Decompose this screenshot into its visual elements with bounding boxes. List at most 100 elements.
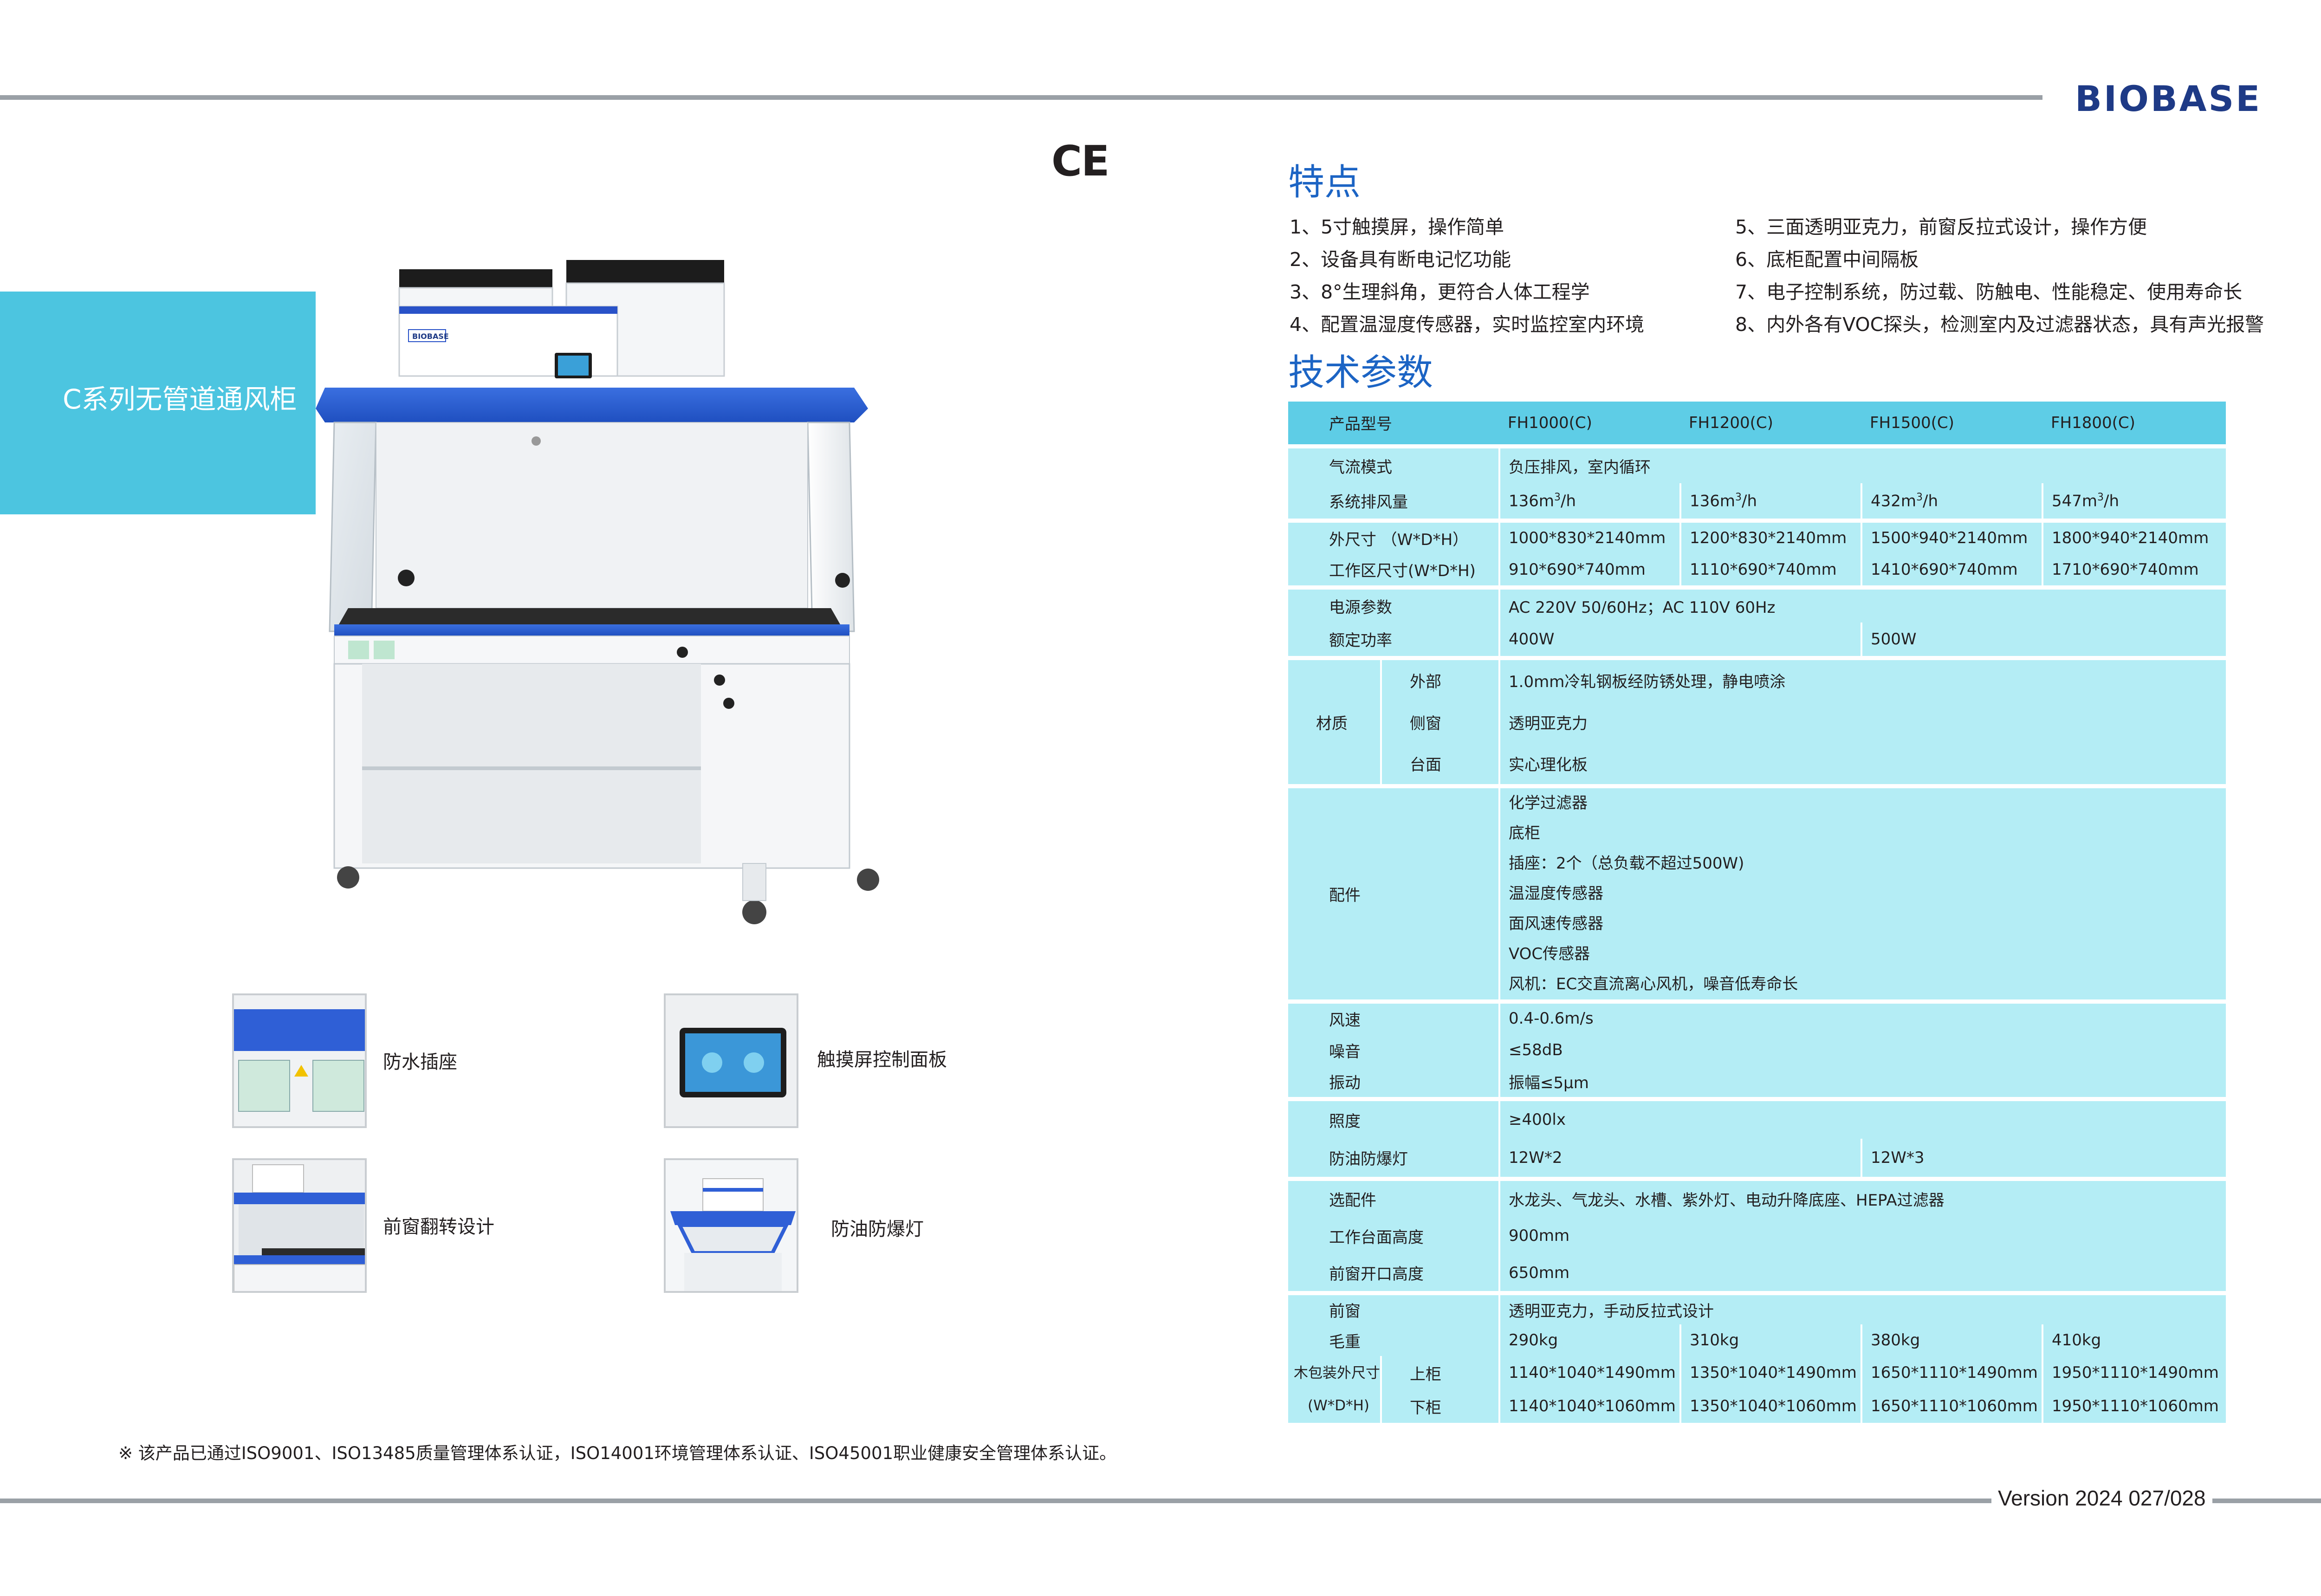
ce-mark: CE <box>1051 137 1110 186</box>
spec-row-exhaust: 系统排风量 136m3/h 136m3/h 432m3/h 547m3/h <box>1288 483 2226 520</box>
spec-row-material-outer: 材质 外部 1.0mm冷轧钢板经防锈处理，静电喷涂 <box>1288 655 2226 786</box>
pack-lower-4: 1950*1110*1060mm <box>2042 1389 2226 1423</box>
exhaust-4: 547m3/h <box>2042 483 2226 520</box>
pack-label-line1: 木包装外尺寸 <box>1294 1365 1380 1382</box>
spec-row-material-top: 台面 实心理化板 <box>1288 743 2226 786</box>
feature-6: 6、底柜配置中间隔板 <box>1735 248 1919 271</box>
model-3: FH1500(C) <box>1861 402 2042 446</box>
spec-row-outer: 外尺寸 （W*D*H） 1000*830*2140mm 1200*830*214… <box>1288 518 2226 554</box>
worktop-value: 900mm <box>1499 1217 2226 1255</box>
spec-row-opening: 前窗开口高度 650mm <box>1288 1255 2226 1293</box>
fume-hood-illustration: BIOBASE <box>316 260 879 924</box>
wind-label: 风速 <box>1288 999 1500 1034</box>
brand-logo: BIOBASE <box>2075 78 2262 119</box>
exhaust-3: 432m3/h <box>1861 483 2043 520</box>
spec-row-airflow: 气流模式 负压排风，室内循环 <box>1288 444 2226 483</box>
lamp-1: 12W*2 <box>1499 1139 1862 1179</box>
spec-row-vibration: 振动 振幅≤5μm <box>1288 1066 2226 1099</box>
spec-table: 产品型号 FH1000(C) FH1200(C) FH1500(C) FH180… <box>1288 402 2226 1423</box>
accessory-item: 面风速传感器 <box>1509 914 1603 933</box>
noise-value: ≤58dB <box>1499 1034 2226 1066</box>
spec-row-options: 选配件 水龙头、气龙头、水槽、紫外灯、电动升降底座、HEPA过滤器 <box>1288 1176 2226 1217</box>
pack-lower-1: 1140*1040*1060mm <box>1499 1389 1681 1423</box>
accessory-item: VOC传感器 <box>1509 944 1590 963</box>
work-2: 1110*690*740mm <box>1680 554 1862 587</box>
thumb-label-explosion-proof-lamp: 防油防爆灯 <box>831 1219 924 1240</box>
feature-5: 5、三面透明亚克力，前窗反拉式设计，操作方便 <box>1735 216 2147 238</box>
material-outer-value: 1.0mm冷轧钢板经防锈处理，静电喷涂 <box>1499 655 2226 701</box>
weight-2: 310kg <box>1680 1324 1862 1356</box>
accessory-list: 化学过滤器 底柜 插座：2个（总负载不超过500W) 温湿度传感器 面风速传感器… <box>1499 784 2226 1001</box>
vibration-label: 振动 <box>1288 1066 1500 1099</box>
airflow-value: 负压排风，室内循环 <box>1499 444 2226 483</box>
illum-label: 照度 <box>1288 1096 1500 1139</box>
accessory-label: 配件 <box>1288 784 1500 1001</box>
model-4: FH1800(C) <box>2042 402 2226 446</box>
power-label: 电源参数 <box>1288 585 1500 623</box>
exhaust-label: 系统排风量 <box>1288 483 1500 520</box>
weight-label: 毛重 <box>1288 1324 1500 1356</box>
thumb-label-front-window: 前窗翻转设计 <box>383 1216 494 1238</box>
pack-lower-label: 下柜 <box>1381 1389 1500 1423</box>
weight-1: 290kg <box>1499 1324 1681 1356</box>
material-label: 材质 <box>1288 655 1382 786</box>
material-outer-label: 外部 <box>1381 655 1500 701</box>
spec-row-work: 工作区尺寸(W*D*H) 910*690*740mm 1110*690*740m… <box>1288 554 2226 587</box>
top-rule <box>0 95 2042 100</box>
accessory-item: 风机：EC交直流离心风机，噪音低寿命长 <box>1509 974 1798 993</box>
opening-value: 650mm <box>1499 1255 2226 1293</box>
opening-label: 前窗开口高度 <box>1288 1255 1500 1293</box>
series-title: C系列无管道通风柜 <box>63 383 297 415</box>
option-value: 水龙头、气龙头、水槽、紫外灯、电动升降底座、HEPA过滤器 <box>1499 1176 2226 1217</box>
feature-7: 7、电子控制系统，防过载、防触电、性能稳定、使用寿命长 <box>1735 281 2243 303</box>
material-top-label: 台面 <box>1381 743 1500 786</box>
weight-3: 380kg <box>1861 1324 2043 1356</box>
spec-header-row: 产品型号 FH1000(C) FH1200(C) FH1500(C) FH180… <box>1288 402 2226 446</box>
spec-row-noise: 噪音 ≤58dB <box>1288 1034 2226 1066</box>
exhaust-2: 136m3/h <box>1680 483 1862 520</box>
noise-label: 噪音 <box>1288 1034 1500 1066</box>
material-top-value: 实心理化板 <box>1499 743 2226 786</box>
thumb-label-waterproof-socket: 防水插座 <box>383 1051 457 1073</box>
vibration-value: 振幅≤5μm <box>1499 1066 2226 1099</box>
outer-3: 1500*940*2140mm <box>1861 518 2043 554</box>
spec-row-pack-lower: 下柜 1140*1040*1060mm 1350*1040*1060mm 165… <box>1288 1389 2226 1423</box>
accessory-item: 化学过滤器 <box>1509 793 1588 812</box>
airflow-label: 气流模式 <box>1288 444 1500 483</box>
pack-upper-2: 1350*1040*1490mm <box>1680 1356 1862 1389</box>
material-side-value: 透明亚克力 <box>1499 701 2226 743</box>
lamp-2: 12W*3 <box>1861 1139 2226 1179</box>
front-value: 透明亚克力，手动反拉式设计 <box>1499 1291 2226 1324</box>
spec-row-pack-upper: 木包装外尺寸 (W*D*H) 上柜 1140*1040*1490mm 1350*… <box>1288 1356 2226 1423</box>
outer-label: 外尺寸 （W*D*H） <box>1288 518 1500 554</box>
work-1: 910*690*740mm <box>1499 554 1681 587</box>
features-title: 特点 <box>1288 162 1361 203</box>
work-4: 1710*690*740mm <box>2042 554 2226 587</box>
thumb-waterproof-socket <box>232 993 367 1128</box>
spec-row-illum: 照度 ≥400lx <box>1288 1096 2226 1139</box>
specs-title: 技术参数 <box>1288 352 1433 394</box>
feature-3: 3、8°生理斜角，更符合人体工程学 <box>1290 281 1590 303</box>
feature-2: 2、设备具有断电记忆功能 <box>1290 248 1511 271</box>
certification-footnote: ※ 该产品已通过ISO9001、ISO13485质量管理体系认证，ISO1400… <box>118 1443 1117 1463</box>
pack-label-line2: (W*D*H) <box>1308 1397 1370 1414</box>
work-3: 1410*690*740mm <box>1861 554 2043 587</box>
feature-1: 1、5寸触摸屏，操作简单 <box>1290 216 1504 238</box>
option-label: 选配件 <box>1288 1176 1500 1217</box>
pack-upper-4: 1950*1110*1490mm <box>2042 1356 2226 1389</box>
outer-4: 1800*940*2140mm <box>2042 518 2226 554</box>
rated-1: 400W <box>1499 623 1862 658</box>
spec-row-rated: 额定功率 400W 500W <box>1288 623 2226 658</box>
outer-2: 1200*830*2140mm <box>1680 518 1862 554</box>
thumb-explosion-proof-lamp <box>664 1158 798 1293</box>
illum-value: ≥400lx <box>1499 1096 2226 1139</box>
outer-1: 1000*830*2140mm <box>1499 518 1681 554</box>
pack-upper-1: 1140*1040*1490mm <box>1499 1356 1681 1389</box>
model-1: FH1000(C) <box>1499 402 1680 446</box>
lamp-label: 防油防爆灯 <box>1288 1139 1500 1179</box>
spec-row-accessories: 配件 化学过滤器 底柜 插座：2个（总负载不超过500W) 温湿度传感器 面风速… <box>1288 784 2226 1001</box>
work-label: 工作区尺寸(W*D*H) <box>1288 554 1500 587</box>
series-banner: C系列无管道通风柜 <box>0 292 316 514</box>
spec-row-material-side: 侧窗 透明亚克力 <box>1288 701 2226 743</box>
accessory-item: 插座：2个（总负载不超过500W) <box>1509 854 1744 873</box>
